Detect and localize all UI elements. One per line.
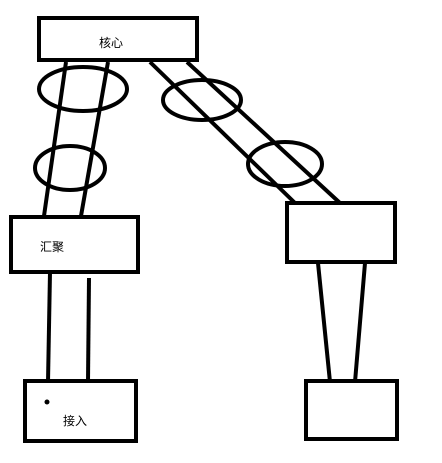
- core-node-label: 核心: [99, 36, 123, 50]
- core-node: [37, 16, 199, 62]
- link-core-aggregation-1: [42, 61, 68, 217]
- access-node-label: 接入: [63, 413, 87, 428]
- link-aggregation-access-2: [86, 277, 91, 383]
- bundle-ring-right-lower: [246, 140, 324, 188]
- bundle-ring-left-upper: [37, 65, 129, 113]
- right-bottom-node: [304, 379, 399, 441]
- link-right-right-2: [353, 262, 367, 383]
- bundle-ring-right-upper: [161, 78, 243, 122]
- bundle-ring-left-lower: [33, 144, 107, 192]
- right-middle-node: [285, 201, 397, 264]
- access-node: [23, 379, 138, 443]
- link-aggregation-access-1: [46, 271, 52, 383]
- link-core-aggregation-2: [79, 61, 110, 217]
- stray-dot: [44, 399, 50, 405]
- aggregation-node: [9, 215, 140, 274]
- aggregation-node-label: 汇聚: [40, 240, 64, 254]
- link-right-right-1: [316, 262, 332, 383]
